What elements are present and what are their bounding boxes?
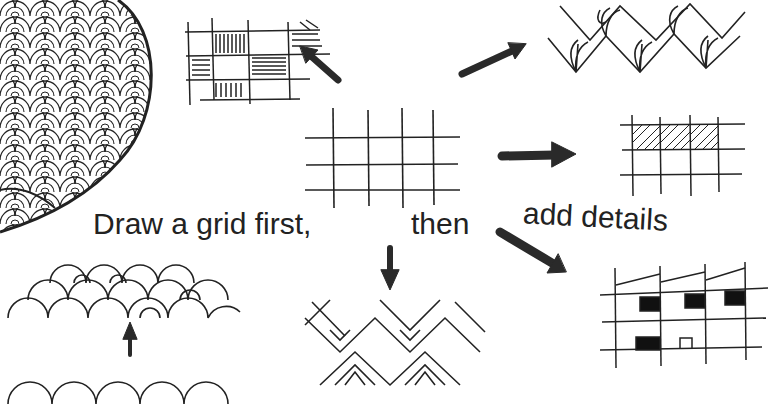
- hatched-grid-sketch: [632, 115, 633, 196]
- woven-grid-sketch: [216, 34, 244, 53]
- hatched-grid-sketch: [633, 125, 660, 149]
- central-grid: [333, 108, 334, 208]
- woven-grid-sketch: [200, 99, 300, 100]
- arch-rows-sketch: [50, 265, 194, 283]
- hatched-grid-sketch: [691, 125, 718, 149]
- central-grid: [305, 189, 460, 191]
- hatched-grid-sketch: [620, 174, 742, 175]
- zigzag-fan-sketch: [571, 40, 588, 72]
- block-grid-sketch: [660, 266, 661, 366]
- zigzag-fan-sketch: [701, 36, 718, 68]
- woven-grid-sketch: [186, 79, 310, 80]
- sketch-arrows: [552, 142, 576, 167]
- woven-grid-sketch: [185, 30, 320, 32]
- central-grid: [305, 108, 460, 208]
- diamond-chevron-sketch: [400, 330, 420, 340]
- sketch-arrows: [300, 46, 318, 63]
- block-grid-sketch: [615, 268, 616, 368]
- arch-rows-sketch: [8, 298, 240, 318]
- central-grid: [402, 108, 403, 208]
- sketch-arrows: [387, 248, 393, 272]
- scale-pattern-lobe: [0, 189, 55, 208]
- central-grid: [306, 164, 458, 165]
- diamond-chevron-sketch: [415, 372, 435, 385]
- scale-pattern-lobe: [0, 0, 170, 240]
- caption-text: add details: [519, 196, 672, 238]
- hatched-grid-sketch: [620, 115, 745, 196]
- diamond-chevron-sketch: [305, 300, 330, 325]
- woven-grid-sketch: [188, 22, 190, 105]
- diamond-chevron-sketch: [335, 365, 375, 385]
- woven-grid-sketch: [288, 22, 290, 100]
- woven-grid-sketch: [252, 58, 286, 74]
- zigzag-fan-sketch: [635, 40, 652, 72]
- diamond-chevron-sketch: [455, 302, 485, 332]
- caption-text: then: [408, 207, 472, 242]
- hatched-grid-sketch: [660, 117, 661, 194]
- central-grid: [368, 110, 369, 206]
- block-grid-sketch: [640, 297, 660, 311]
- diamond-chevron-sketch: [405, 365, 445, 385]
- hatched-grid-sketch: [661, 125, 690, 149]
- zigzag-fan-sketch: [548, 4, 745, 72]
- diamond-chevron-sketch: [305, 300, 485, 385]
- arch-rows-sketch: [74, 275, 200, 318]
- diamond-chevron-sketch: [380, 300, 440, 330]
- hatched-grid-sketch: [620, 124, 745, 125]
- block-grid-sketch: [602, 318, 766, 322]
- diamond-chevron-sketch: [320, 352, 460, 385]
- zigzag-fan-sketch: [560, 4, 745, 40]
- arch-rows-sketch: [8, 265, 240, 404]
- diamond-chevron-sketch: [330, 330, 350, 340]
- block-grid-sketch: [600, 262, 768, 368]
- sketch-arrows: [123, 43, 576, 355]
- sketch-arrows: [312, 57, 338, 80]
- arch-rows-sketch: [8, 382, 228, 404]
- sketch-arrows: [128, 337, 132, 355]
- central-grid: [305, 137, 460, 138]
- sketch-arrows: [508, 43, 526, 59]
- woven-grid-sketch: [192, 60, 210, 75]
- diamond-chevron-sketch: [312, 302, 345, 336]
- scale-pattern-lobe: [0, 0, 151, 232]
- hatched-grid-sketch: [690, 115, 691, 196]
- block-grid-sketch: [705, 264, 706, 364]
- woven-grid-sketch: [185, 18, 330, 105]
- sketch-arrows: [381, 270, 399, 290]
- zigzag-fan-sketch: [598, 10, 606, 23]
- woven-grid-sketch: [216, 83, 241, 97]
- caption-text: Draw a grid first,: [90, 207, 314, 242]
- block-grid-sketch: [680, 338, 692, 348]
- woven-grid-sketch: [248, 20, 250, 104]
- block-grid-sketch: [600, 347, 762, 350]
- sketch-arrows: [500, 232, 552, 263]
- hatched-grid-sketch: [622, 149, 745, 150]
- block-grid-sketch: [636, 337, 660, 350]
- sketch-arrows: [502, 155, 555, 156]
- block-grid-sketch: [745, 262, 746, 360]
- hatched-grid-sketch: [718, 117, 719, 192]
- woven-grid-sketch: [212, 18, 214, 100]
- diamond-chevron-sketch: [345, 372, 365, 385]
- sketch-arrows: [547, 254, 566, 273]
- scale-pattern-lobe: [0, 0, 170, 240]
- sketch-arrows: [123, 322, 137, 339]
- block-grid-sketch: [725, 291, 745, 305]
- woven-grid-sketch: [292, 20, 322, 46]
- sketch-arrows: [462, 51, 512, 74]
- zigzag-fan-sketch: [670, 6, 688, 34]
- diamond-chevron-sketch: [305, 318, 480, 352]
- block-grid-sketch: [616, 268, 745, 285]
- block-grid-sketch: [685, 294, 705, 308]
- arch-rows-sketch: [28, 280, 228, 300]
- zigzag-fan-sketch: [548, 34, 740, 72]
